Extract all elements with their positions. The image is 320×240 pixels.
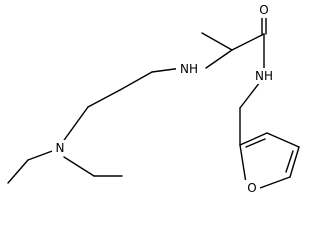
amide-nitrogen-label: NH [255, 69, 273, 83]
furan-c3-c2-bond [239, 132, 268, 146]
ethyl-left-bond-1 [27, 149, 56, 161]
furan-c5-c4-inner-bond [285, 150, 294, 173]
bonds [7, 12, 300, 189]
carbonyl-oxygen-label: O [259, 3, 268, 17]
furan-c3-c2-inner-bond [245, 138, 266, 148]
furan-oxygen-label: O [247, 181, 256, 195]
amide-nitrogen-to-methylene-bond [239, 81, 261, 109]
furan-c2-o-bond [239, 144, 247, 184]
amine-nitrogen-label: NH [180, 62, 198, 76]
methyl-bond [201, 32, 233, 51]
furan-c5-c4-bond [289, 146, 300, 178]
atom-labels: O NH NH N O [52, 2, 277, 196]
carbonyl-to-alpha-carbon-bond [231, 33, 265, 51]
tertiary-amine-nitrogen-label: N [56, 141, 65, 155]
molecule-structure: O NH NH N O [7, 2, 300, 196]
ethyl-right-bond-1 [63, 156, 95, 177]
ethyl-left-bond-2 [7, 159, 29, 184]
propyl-to-tertiary-amine-bond [61, 106, 89, 144]
furan-o-c5-bond [259, 176, 291, 189]
alpha-carbon-to-amine-bond [205, 49, 233, 69]
furan-c4-c3-bond [266, 132, 300, 148]
propyl-bond-1 [119, 71, 153, 91]
propyl-bond-2 [87, 89, 121, 108]
